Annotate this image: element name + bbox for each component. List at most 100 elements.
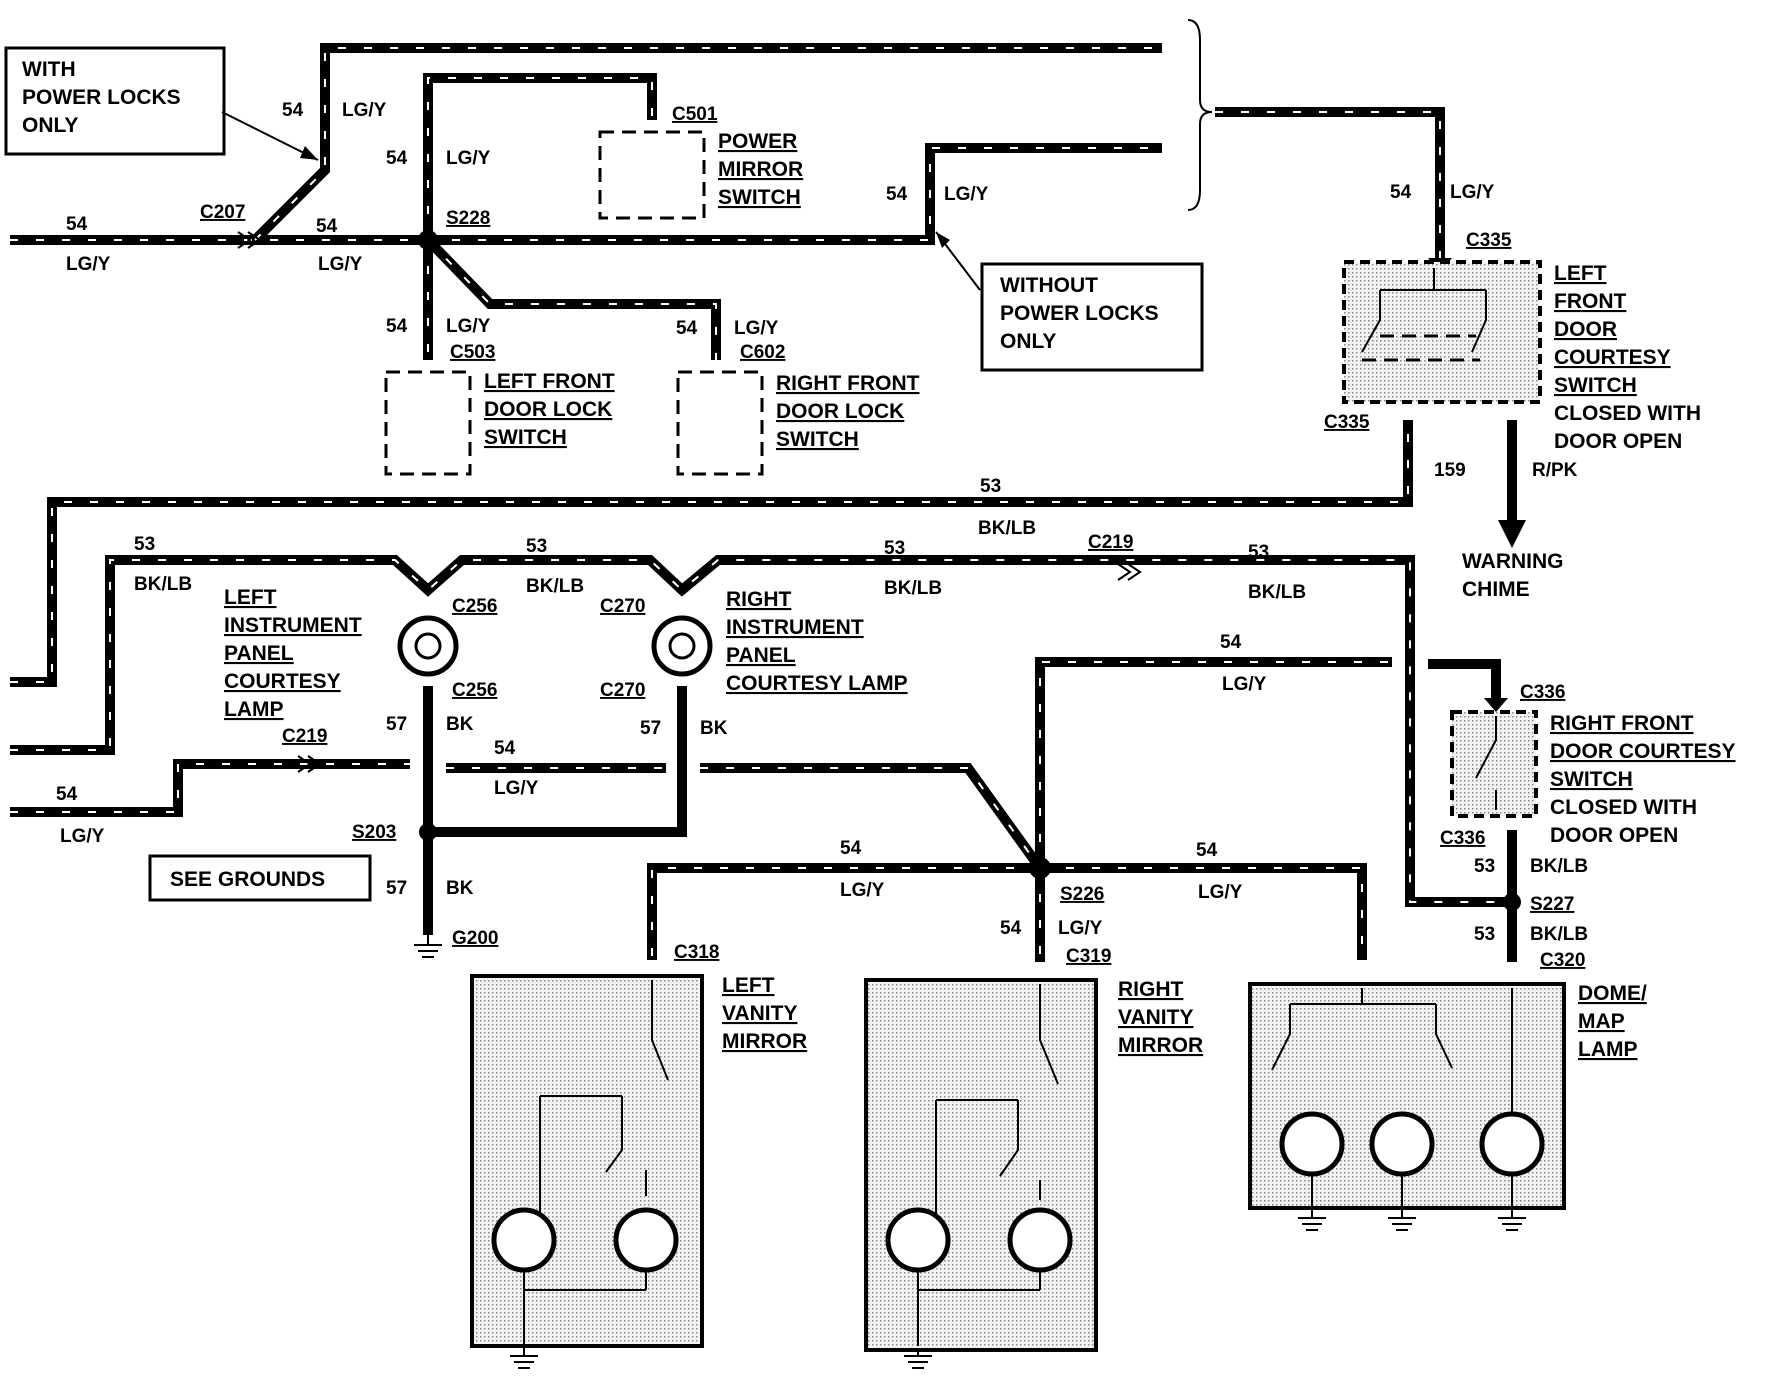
component-label: FRONT <box>1554 290 1626 313</box>
component-label: POWER <box>718 130 797 153</box>
connector-label: C256 <box>452 596 497 617</box>
connector-label: C319 <box>1066 946 1111 967</box>
component-label: SWITCH <box>1554 374 1637 397</box>
circuit-number: 54 <box>1196 840 1218 861</box>
connector-label: S226 <box>1060 884 1104 905</box>
with-power-locks-callout-box <box>4 46 226 156</box>
right-ip-courtesy-lamp-symbol <box>651 615 713 677</box>
wire-color: LG/Y <box>1058 918 1103 939</box>
connector-labels: C207 S228 C501 C503 C602 C335 C335 C256 … <box>200 104 1585 971</box>
wire-color: BK/LB <box>1530 856 1588 877</box>
connector-label: C318 <box>674 942 719 963</box>
wire-color: BK <box>446 878 474 899</box>
component-label: LEFT <box>224 586 277 609</box>
connector-label: C320 <box>1540 950 1585 971</box>
component-label: DOOR COURTESY <box>1550 740 1736 763</box>
circuit-number: 54 <box>1220 632 1242 653</box>
component-label: MIRROR <box>722 1030 807 1053</box>
splices <box>418 230 1521 911</box>
connector-label: C219 <box>282 726 327 747</box>
component-label: WARNING <box>1462 550 1564 573</box>
callout-line: WITHOUT <box>1000 274 1098 297</box>
wire-color: BK/LB <box>978 518 1036 539</box>
component-label: RIGHT <box>726 588 792 611</box>
component-label: LEFT FRONT <box>484 370 615 393</box>
connector-label: C336 <box>1520 682 1565 703</box>
circuit-number: 54 <box>840 838 862 859</box>
circuit-number: 54 <box>1000 918 1022 939</box>
component-label: LEFT <box>722 974 775 997</box>
component-note: CLOSED WITH <box>1550 796 1697 819</box>
callout-line: WITH <box>22 58 76 81</box>
circuit-number: 54 <box>282 100 304 121</box>
connector-label: G200 <box>452 928 498 949</box>
circuit-number: 54 <box>676 318 698 339</box>
callout-line: ONLY <box>22 114 78 137</box>
circuit-number: 53 <box>980 476 1001 497</box>
component-label: RIGHT FRONT <box>776 372 920 395</box>
connector-label: C503 <box>450 342 495 363</box>
component-label: INSTRUMENT <box>726 616 864 639</box>
circuit-number: 57 <box>640 718 661 739</box>
connector-label: C256 <box>452 680 497 701</box>
component-label: CHIME <box>1462 578 1530 601</box>
wire-color: LG/Y <box>1450 182 1495 203</box>
dome-map-lamp-box <box>1248 982 1566 1210</box>
component-label: COURTESY <box>224 670 341 693</box>
component-label: MAP <box>1578 1010 1625 1033</box>
component-label: PANEL <box>726 644 796 667</box>
wire-color: LG/Y <box>494 778 539 799</box>
wire-color: LG/Y <box>944 184 989 205</box>
component-label: SWITCH <box>1550 768 1633 791</box>
circuit-number: 53 <box>1474 856 1495 877</box>
wire-color: BK/LB <box>526 576 584 597</box>
power-mirror-switch-box <box>598 130 706 220</box>
circuit-number: 54 <box>1390 182 1412 203</box>
left-ip-courtesy-lamp-symbol <box>397 615 459 677</box>
callout-text: WITH POWER LOCKS ONLY WITHOUT POWER LOCK… <box>22 58 1159 891</box>
see-grounds-box <box>148 854 372 902</box>
connector-label: S227 <box>1530 894 1574 915</box>
component-label: PANEL <box>224 642 294 665</box>
circuit-number: 53 <box>526 536 547 557</box>
component-note: DOOR OPEN <box>1554 430 1682 453</box>
connector-label: C335 <box>1466 230 1512 251</box>
component-label: MIRROR <box>718 158 803 181</box>
rf-door-courtesy-switch-box <box>1450 710 1538 818</box>
component-label: MIRROR <box>1118 1034 1203 1057</box>
lf-door-lock-switch-box <box>384 370 472 476</box>
component-label: DOOR LOCK <box>776 400 904 423</box>
callout-line: POWER LOCKS <box>1000 302 1159 325</box>
wire-color: R/PK <box>1532 460 1578 481</box>
wire-color: LG/Y <box>840 880 885 901</box>
circuit-number: 53 <box>1248 542 1269 563</box>
circuit-number: 54 <box>66 214 88 235</box>
right-vanity-mirror-box <box>864 978 1098 1352</box>
circuit-labels: 54 LG/Y 54 LG/Y 54 LG/Y 54 LG/Y 54 LG/Y … <box>56 100 1588 945</box>
component-label: INSTRUMENT <box>224 614 362 637</box>
rf-door-lock-switch-box <box>676 370 764 476</box>
component-label: LAMP <box>224 698 284 721</box>
circuit-number: 54 <box>386 316 408 337</box>
connector-label: S228 <box>446 208 490 229</box>
component-label: SWITCH <box>718 186 801 209</box>
component-label: DOME/ <box>1578 982 1647 1005</box>
component-label: RIGHT FRONT <box>1550 712 1694 735</box>
without-power-locks-callout-box <box>980 262 1204 372</box>
connector-label: S203 <box>352 822 396 843</box>
callout-line: ONLY <box>1000 330 1056 353</box>
component-label: SWITCH <box>484 426 567 449</box>
wire-color: BK <box>446 714 474 735</box>
bracket <box>1187 19 1213 211</box>
wire-color: LG/Y <box>446 148 491 169</box>
component-label: COURTESY LAMP <box>726 672 908 695</box>
circuit-number: 57 <box>386 714 407 735</box>
wire-color: LG/Y <box>446 316 491 337</box>
circuit-number: 54 <box>316 216 338 237</box>
wire-color: LG/Y <box>1198 882 1243 903</box>
component-label: RIGHT <box>1118 978 1184 1001</box>
wire-color: BK/LB <box>134 574 192 595</box>
wire-color: BK/LB <box>884 578 942 599</box>
connector-label: C207 <box>200 202 245 223</box>
